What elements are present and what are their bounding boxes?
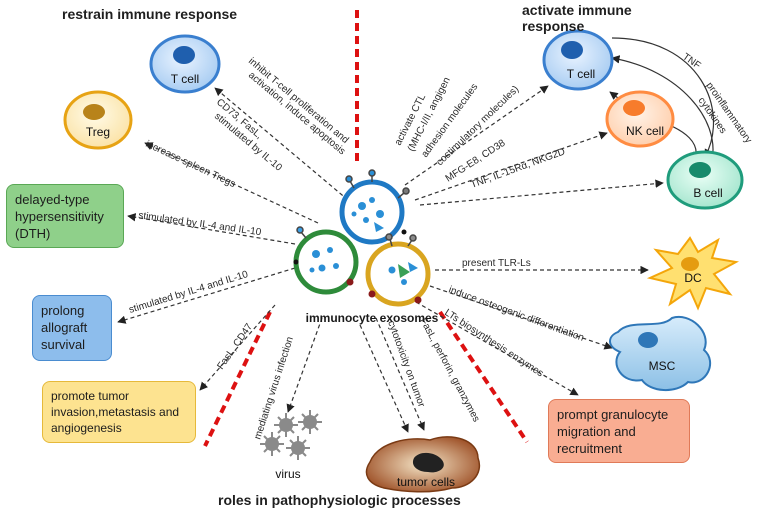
box-granulocyte: prompt granulocyte migration and recruit… (548, 399, 690, 463)
divider-lines (203, 10, 529, 447)
heading-activate: activate immune response (522, 2, 632, 34)
immunocyte-exosomes: immunocyte exosomes (293, 169, 439, 325)
arrow-to-granulocyte (415, 301, 579, 396)
divider-bottom-left (203, 311, 272, 447)
divider-bottom-right (438, 310, 529, 444)
nk-cell-label: NK cell (626, 124, 664, 138)
arrow-to-b-cell (419, 179, 664, 206)
arrows (117, 85, 664, 433)
msc-cell: MSC (609, 315, 711, 391)
t-cell-left-label: T cell (171, 72, 199, 86)
treg-label: Treg (86, 125, 110, 139)
b-cell: B cell (666, 150, 744, 210)
box-allograft: prolong allograft survival (32, 295, 112, 361)
annotation-osteo: induce osteogenic differentiation (447, 284, 585, 343)
treg-cell: Treg (63, 90, 133, 150)
nk-cell: NK cell (605, 90, 675, 148)
center-label: immunocyte exosomes (306, 311, 439, 325)
t-cell-left: T cell (149, 34, 221, 94)
annotation-spleen: increase spleen Tregs (144, 139, 237, 190)
heading-restrain: restrain immune response (62, 6, 238, 22)
dc-cell: DC (646, 236, 740, 311)
exosome-blue (339, 179, 405, 245)
arrow-to-treg (144, 142, 319, 224)
annotation-tlr: present TLR-Ls (462, 258, 531, 269)
dc-label: DC (684, 271, 702, 285)
virus-icon (286, 436, 310, 460)
annotation-inhibit-2: activation, induce apoptosis (246, 70, 347, 157)
arrow-pro-2 (611, 55, 714, 161)
box-tumor-promote: promote tumor invasion,metastasis and an… (42, 381, 196, 443)
annotation-il4-dth: stimulated by IL-4 and IL-10 (138, 210, 263, 238)
heading-roles: roles in pathophysiologic processes (218, 492, 461, 508)
b-cell-label: B cell (693, 186, 722, 200)
virus-icon (274, 413, 298, 437)
virus-icon (298, 410, 322, 434)
arrow-to-tumor-promote (199, 304, 276, 391)
arrow-to-t-cell-left (214, 87, 349, 201)
arrow-to-tumor-cells-2 (375, 317, 425, 431)
arrow-to-allograft (117, 267, 296, 324)
arrow-to-t-cell-right (404, 85, 549, 186)
virus-particles (260, 410, 322, 460)
t-cell-right-label: T cell (567, 67, 595, 81)
tumor-label: tumor cells (397, 475, 455, 489)
arrow-to-tumor-cells-1 (359, 324, 409, 433)
virus-icon (260, 432, 284, 456)
msc-label: MSC (649, 359, 676, 373)
tumor-cells: tumor cells (365, 436, 481, 493)
box-dth: delayed-type hypersensitivity (DTH) (6, 184, 124, 248)
annotation-il4-allo: stimulated by IL-4 and IL-10 (128, 269, 250, 316)
exosome-yellow (365, 241, 431, 307)
arrow-to-dth (127, 213, 296, 245)
arrow-to-virus (286, 317, 323, 413)
annotation-fasl-cd47: FasL, CD47 (215, 321, 255, 371)
virus-label: virus (275, 467, 300, 481)
arrow-to-nk-cell (414, 131, 608, 201)
t-cell-right: T cell (542, 29, 614, 91)
